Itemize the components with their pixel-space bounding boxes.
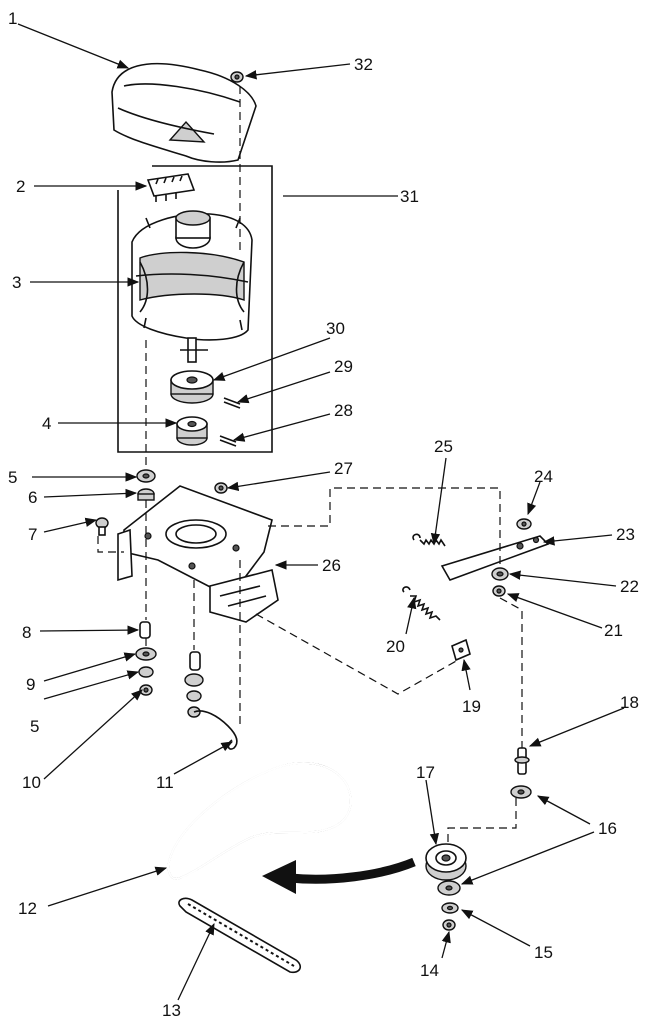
callout-32: 32 — [354, 55, 373, 74]
callout-2: 2 — [16, 177, 25, 196]
callout-26: 26 — [322, 556, 341, 575]
nut-24 — [516, 518, 532, 530]
callout-19: 19 — [462, 697, 481, 716]
motor-switch — [146, 173, 196, 202]
callout-17: 17 — [416, 763, 435, 782]
spacer-8 — [139, 621, 151, 639]
nut-21 — [492, 585, 506, 597]
callout-25: 25 — [434, 437, 453, 456]
callout-9: 9 — [26, 675, 35, 694]
idler-shaft-18 — [514, 747, 530, 775]
callout-11: 11 — [156, 773, 174, 792]
callout-27: 27 — [334, 459, 353, 478]
washer-22 — [491, 567, 509, 581]
nut-27 — [214, 482, 228, 494]
toothed-belt-13 — [178, 897, 302, 974]
washer-15 — [441, 902, 459, 914]
drive-belt-12 — [167, 761, 352, 880]
callout-22: 22 — [620, 577, 639, 596]
callout-4: 4 — [42, 414, 51, 433]
grommet-6 — [137, 488, 155, 501]
motor-cover — [111, 62, 257, 163]
nut-14 — [442, 919, 456, 931]
callout-16: 16 — [598, 819, 617, 838]
leader-lines — [17, 23, 625, 1001]
pulley-30 — [170, 370, 214, 404]
callout-labels: 1 32 2 31 3 30 29 4 28 5 6 27 7 26 8 9 5… — [8, 9, 639, 1020]
callout-8: 8 — [22, 623, 31, 642]
callout-12: 12 — [18, 899, 37, 918]
drive-motor — [131, 210, 253, 363]
callout-30: 30 — [326, 319, 345, 338]
callout-7: 7 — [28, 525, 37, 544]
callout-6: 6 — [28, 488, 37, 507]
clip-19 — [451, 638, 471, 662]
pulley-17 — [425, 843, 467, 881]
washer-5-lower — [138, 666, 154, 678]
callout-1: 1 — [8, 9, 17, 28]
washer-5-top — [136, 469, 156, 483]
callout-31: 31 — [400, 187, 419, 206]
callout-29: 29 — [334, 357, 353, 376]
pin-29 — [223, 397, 241, 409]
callout-28: 28 — [334, 401, 353, 420]
spring-25 — [412, 533, 446, 547]
nut-32 — [230, 71, 244, 83]
callout-21: 21 — [604, 621, 623, 640]
direction-arrow — [262, 857, 416, 894]
pulley-4 — [176, 416, 208, 446]
spring-20 — [402, 586, 441, 621]
ground-stack — [184, 651, 204, 718]
pin-28 — [219, 435, 237, 447]
callout-23: 23 — [616, 525, 635, 544]
dashed-guides — [97, 86, 523, 846]
callout-5-lower: 5 — [30, 717, 39, 736]
washer-16-lower — [437, 880, 461, 896]
callout-13: 13 — [162, 1001, 181, 1020]
grommet-9 — [135, 647, 157, 661]
callout-18: 18 — [620, 693, 639, 712]
callout-20: 20 — [386, 637, 405, 656]
callout-3: 3 — [12, 273, 21, 292]
washer-16-upper — [510, 785, 532, 799]
callout-14: 14 — [420, 961, 439, 980]
screw-7 — [95, 517, 109, 536]
callout-5-top: 5 — [8, 468, 17, 487]
callout-24: 24 — [534, 467, 553, 486]
callout-10: 10 — [22, 773, 41, 792]
callout-15: 15 — [534, 943, 553, 962]
motor-mount-bracket — [117, 485, 279, 623]
motor-assembly-bracket — [117, 165, 273, 453]
